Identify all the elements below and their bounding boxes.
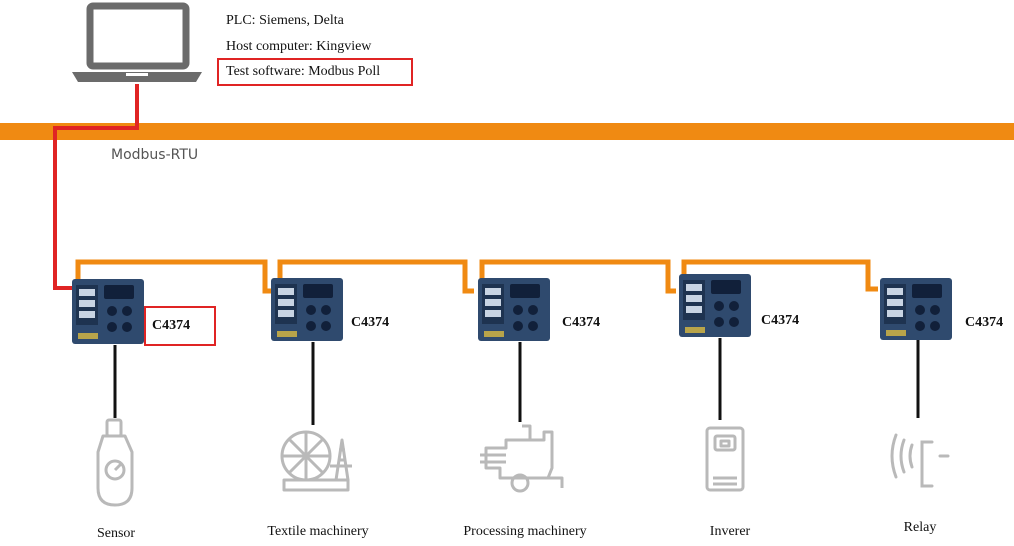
textile-machinery-icon (282, 432, 352, 490)
model-label-3: C4374 (562, 315, 600, 331)
processing-machinery-icon (480, 426, 562, 491)
host-computer-info: Host computer: Kingview (226, 39, 371, 55)
model-label-2: C4374 (351, 315, 389, 331)
model-label-4: C4374 (761, 313, 799, 329)
c4374-module-3 (478, 278, 550, 341)
host-link (55, 84, 137, 288)
device-label-sensor: Sensor (97, 526, 135, 542)
c4374-module-1 (72, 279, 144, 344)
sensor-icon (98, 420, 132, 505)
model-highlight (144, 306, 216, 346)
bus-label: Modbus-RTU (111, 147, 198, 163)
model-label-5: C4374 (965, 315, 1003, 331)
device-label-relay: Relay (904, 520, 937, 536)
modbus-bus (0, 123, 1014, 140)
laptop-icon (72, 6, 202, 82)
inverter-icon (707, 428, 743, 490)
device-label-processing: Processing machinery (463, 524, 586, 540)
test-software-highlight (217, 58, 413, 86)
device-label-inverter: Inverer (710, 524, 750, 540)
plc-info: PLC: Siemens, Delta (226, 13, 344, 29)
c4374-module-4 (679, 274, 751, 337)
relay-icon (892, 435, 948, 486)
device-label-textile: Textile machinery (267, 524, 368, 540)
c4374-module-5 (880, 278, 952, 340)
c4374-module-2 (271, 278, 343, 341)
